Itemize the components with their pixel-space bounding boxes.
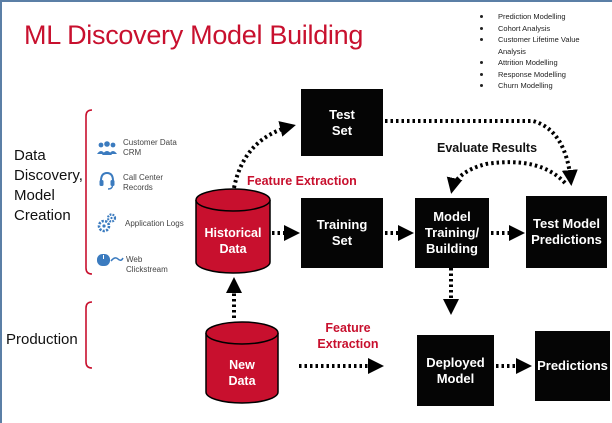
model-training-label: Model Training/ Building xyxy=(424,209,480,256)
people-icon xyxy=(96,140,118,161)
source-label: Web Clickstream xyxy=(126,255,168,274)
gears-icon xyxy=(97,212,117,239)
historical-data-cylinder: Historical Data xyxy=(195,188,271,274)
bracket-production xyxy=(85,301,93,369)
test-predictions-label: Test Model Predictions xyxy=(531,216,602,247)
arrow-evaluate-results xyxy=(446,160,567,194)
new-data-label-1: New xyxy=(229,358,255,372)
model-training-box: Model Training/ Building xyxy=(415,198,489,268)
predictions-label: Predictions xyxy=(537,358,608,373)
source-label: Application Logs xyxy=(125,219,184,228)
new-data-label-2: Data xyxy=(228,374,256,388)
deployed-model-box: Deployed Model xyxy=(417,335,494,406)
feature-extraction-label: Feature Extraction xyxy=(317,321,379,351)
test-set-box: Test Set xyxy=(301,89,383,156)
source-label: Call Center Records xyxy=(123,173,164,192)
list-item: Response Modelling xyxy=(476,69,580,81)
list-item: Churn Modelling xyxy=(476,80,580,92)
predictions-box: Predictions xyxy=(535,331,610,401)
test-set-label: Test Set xyxy=(329,106,355,138)
new-data-cylinder: New Data xyxy=(205,321,279,404)
list-item: Customer Lifetime Value Analysis xyxy=(476,34,580,57)
section-label-discovery: Data Discovery, Model Creation xyxy=(14,147,83,224)
section-label-production: Production xyxy=(6,331,78,348)
list-item: Attrition Modelling xyxy=(476,57,580,69)
training-set-box: Training Set xyxy=(301,198,383,268)
feature-extraction-label: Feature Extraction xyxy=(247,174,357,188)
test-predictions-box: Test Model Predictions xyxy=(526,196,607,268)
use-case-list: Prediction Modelling Cohort Analysis Cus… xyxy=(476,11,580,92)
training-set-label: Training Set xyxy=(316,217,368,248)
evaluate-results-label: Evaluate Results xyxy=(437,141,538,155)
deployed-model-label: Deployed Model xyxy=(426,354,485,386)
historical-data-label-2: Data xyxy=(219,242,247,256)
arrow-historical-to-testset xyxy=(232,121,296,189)
headset-icon xyxy=(97,170,117,195)
arrow-testset-to-testpredictions xyxy=(385,119,578,186)
source-label: Customer Data CRM xyxy=(123,138,177,157)
page-title: ML Discovery Model Building xyxy=(24,20,364,50)
list-item: Prediction Modelling xyxy=(476,11,580,23)
list-item: Cohort Analysis xyxy=(476,23,580,35)
bracket-discovery xyxy=(85,109,93,275)
mouse-icon xyxy=(96,252,124,273)
historical-data-label-1: Historical xyxy=(205,226,262,240)
